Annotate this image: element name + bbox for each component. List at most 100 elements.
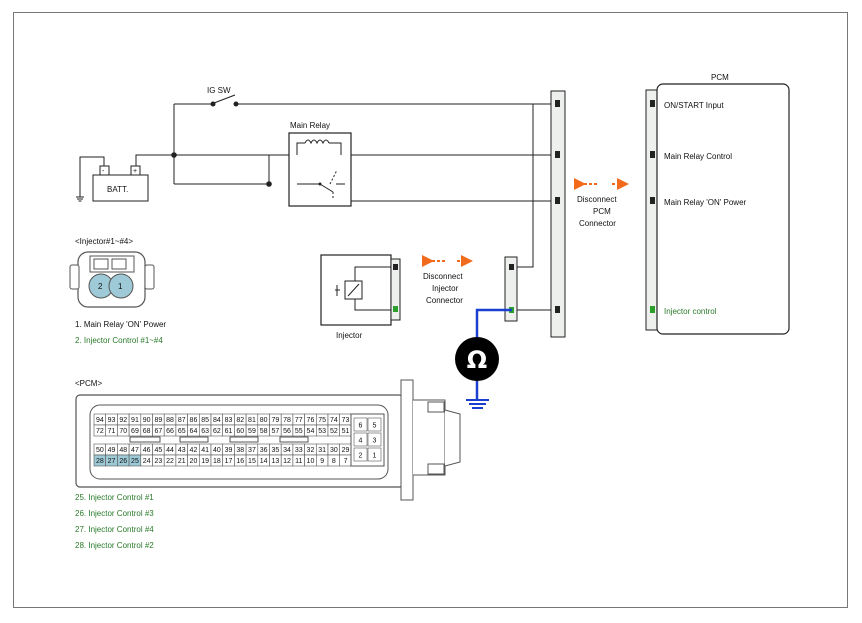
disconnect-pcm-label-3: Connector [579, 219, 616, 228]
pcm-pin-number: 40 [213, 447, 221, 454]
pcm-pin-number: 18 [213, 458, 221, 465]
pcm-pin-number: 46 [143, 447, 151, 454]
small-pin-cell [367, 417, 382, 432]
pcm-pin-injector-control: Injector control [664, 307, 717, 316]
pcm-pin-number: 44 [166, 447, 174, 454]
pcm-pin-number: 39 [225, 447, 233, 454]
disconnect-injector-label-1: Disconnect [423, 272, 463, 281]
pcm-pin-number: 67 [154, 428, 162, 435]
small-pin-number: 6 [359, 423, 363, 430]
pcm-pin-number: 12 [283, 458, 291, 465]
pcm-pin-number: 79 [271, 417, 279, 424]
small-pin-cell [353, 417, 368, 432]
small-pin-number: 1 [373, 453, 377, 460]
injector-connector-bar [504, 256, 518, 322]
pcm-pin-number: 23 [154, 458, 162, 465]
pcm-pin-number: 77 [295, 417, 303, 424]
small-pin-number: 4 [359, 438, 363, 445]
pcm-pin-number: 88 [166, 417, 174, 424]
pcm-pin-number: 33 [295, 447, 303, 454]
pcm-pin-number: 87 [178, 417, 186, 424]
pcm-pin-number: 89 [154, 417, 162, 424]
ig-switch-label: IG SW [207, 86, 231, 95]
pcm-pin-number: 41 [201, 447, 209, 454]
disconnect-injector-label-3: Connector [426, 296, 463, 305]
pcm-small-pin-grid: 6 5 4 3 2 1 [350, 413, 385, 467]
connector-key [229, 436, 259, 443]
injector: Injector [320, 254, 401, 340]
injector-connector-face: <Injector#1~#4> 2 1 [69, 237, 155, 308]
pcm-pin-number: 50 [96, 447, 104, 454]
pcm-conn-list-1: 25. Injector Control #1 [75, 493, 154, 502]
ohmmeter: Ω [455, 308, 512, 409]
pcm-pin-number: 10 [307, 458, 315, 465]
pcm-pin-number: 49 [108, 447, 116, 454]
pcm-pin-on-start: ON/START Input [664, 101, 724, 110]
pcm-pin-number: 14 [260, 458, 268, 465]
pcm-pin-number: 38 [236, 447, 244, 454]
pcm-pin-number: 61 [225, 428, 233, 435]
pcm-pin-number: 22 [166, 458, 174, 465]
pcm-pin-number: 35 [271, 447, 279, 454]
pcm-pin-number: 82 [236, 417, 244, 424]
pcm-pin-number: 29 [342, 447, 350, 454]
pcm-pin-number: 7 [344, 458, 348, 465]
pcm-pin-number: 37 [248, 447, 256, 454]
pcm-pin-number: 63 [201, 428, 209, 435]
ig-switch: IG SW [207, 86, 239, 107]
pcm-pin-number: 69 [131, 428, 139, 435]
pcm-pin-number: 57 [271, 428, 279, 435]
pcm-pin-number: 85 [201, 417, 209, 424]
pcm-pin-number: 11 [295, 458, 302, 465]
pcm-pin-number: 26 [119, 458, 127, 465]
pcm-pin-number: 56 [283, 428, 291, 435]
pcm-box: PCM ON/START Input Main Relay Control Ma… [645, 73, 790, 335]
pcm-pin-number: 66 [166, 428, 174, 435]
pcm-pin-number: 65 [178, 428, 186, 435]
main-relay-label: Main Relay [290, 121, 330, 130]
pcm-pin-number: 8 [332, 458, 336, 465]
pcm-pin-main-relay-on-power: Main Relay 'ON' Power [664, 198, 747, 207]
disconnect-injector-label-2: Injector [432, 284, 459, 293]
disconnect-pcm-label-1: Disconnect [577, 195, 617, 204]
pcm-pin-number: 78 [283, 417, 291, 424]
pcm-pin-number: 83 [225, 417, 233, 424]
battery-minus-label: - [102, 168, 105, 175]
injector-conn-list-1: 1. Main Relay 'ON' Power [75, 320, 166, 329]
pcm-pin-number: 52 [330, 428, 338, 435]
pcm-pin-number: 72 [96, 428, 104, 435]
pcm-pin-number: 86 [190, 417, 198, 424]
pcm-pin-number: 47 [131, 447, 139, 454]
pcm-pin-number: 15 [248, 458, 256, 465]
injector-pin-1: 1 [118, 282, 123, 291]
pcm-pin-main-relay-control: Main Relay Control [664, 152, 732, 161]
pcm-pin-number: 68 [143, 428, 151, 435]
pcm-pin-number: 74 [330, 417, 338, 424]
pcm-pin-number: 9 [320, 458, 324, 465]
small-pin-number: 3 [373, 438, 377, 445]
pcm-pin-number: 60 [236, 428, 244, 435]
pcm-pin-number: 93 [108, 417, 116, 424]
pcm-pin-number: 36 [260, 447, 268, 454]
small-pin-number: 5 [373, 423, 377, 430]
pcm-pin-number: 71 [108, 428, 116, 435]
diagram-frame [13, 12, 848, 608]
pcm-conn-list-4: 28. Injector Control #2 [75, 541, 154, 550]
pcm-pin-number: 19 [201, 458, 209, 465]
injector-label: Injector [336, 331, 363, 340]
pcm-pin-number: 42 [190, 447, 198, 454]
pcm-pin-number: 17 [225, 458, 233, 465]
pcm-pin-number: 94 [96, 417, 104, 424]
pcm-pin-number: 31 [318, 447, 326, 454]
pcm-pin-number: 54 [307, 428, 315, 435]
small-pin-number: 2 [359, 453, 363, 460]
pcm-pin-number: 91 [131, 417, 139, 424]
connector-key [179, 436, 209, 443]
pcm-pin-number: 32 [307, 447, 315, 454]
pcm-pin-number: 51 [342, 428, 350, 435]
small-pin-cell [353, 432, 368, 447]
pcm-pin-number: 62 [213, 428, 221, 435]
pcm-pin-number: 43 [178, 447, 186, 454]
pcm-pin-number: 80 [260, 417, 268, 424]
